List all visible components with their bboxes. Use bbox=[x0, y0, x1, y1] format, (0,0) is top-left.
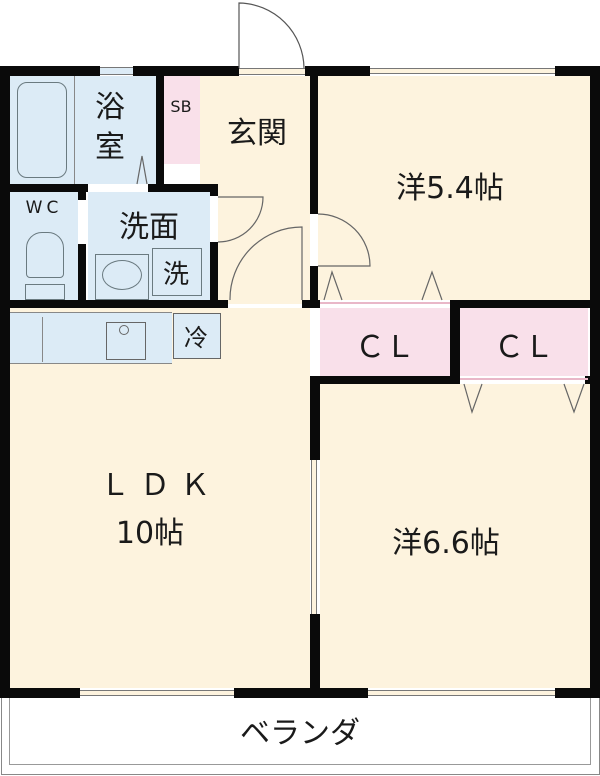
wall-top-1 bbox=[0, 66, 100, 76]
bath-door-icon[interactable] bbox=[136, 154, 150, 186]
washroom-label: 洗面 bbox=[119, 210, 179, 245]
wall-wash-right bbox=[210, 184, 218, 196]
room1-door-icon[interactable] bbox=[317, 213, 378, 274]
basin-bowl-icon bbox=[102, 260, 142, 290]
toilet-tank bbox=[25, 284, 65, 300]
closet1-door-rail[interactable] bbox=[320, 302, 450, 304]
toilet-icon bbox=[26, 232, 64, 278]
ldk-door-icon[interactable] bbox=[228, 225, 308, 305]
shoe-box bbox=[164, 76, 200, 164]
closet2-door-rail[interactable] bbox=[460, 378, 588, 380]
bath-divider bbox=[74, 76, 75, 184]
closet-1 bbox=[320, 308, 450, 376]
toilet-label: WC bbox=[25, 198, 63, 218]
closet2-door-icons[interactable] bbox=[460, 382, 590, 416]
closet-2 bbox=[460, 308, 588, 376]
western-room-2-label: 洋6.6帖 bbox=[392, 526, 500, 561]
drain-icon bbox=[119, 325, 129, 335]
wall-center-4 bbox=[310, 614, 320, 698]
ldk-size-label: 10帖 bbox=[115, 516, 185, 551]
closet-1-label: ＣＬ bbox=[355, 330, 415, 365]
western-room-1 bbox=[318, 76, 590, 300]
balcony bbox=[1, 698, 600, 775]
balcony-label: ベランダ bbox=[240, 716, 360, 751]
western-room-2 bbox=[320, 384, 590, 688]
toilet bbox=[10, 192, 78, 300]
wash-basin bbox=[95, 254, 149, 300]
wall-wc-right-2 bbox=[78, 244, 86, 308]
sliding-door-ldk-room2[interactable] bbox=[311, 460, 317, 614]
wall-under-bath-2 bbox=[148, 184, 218, 192]
wall-center-3 bbox=[310, 376, 320, 460]
closet1-door-icons[interactable] bbox=[320, 268, 450, 302]
window-bathroom bbox=[100, 67, 133, 75]
wall-center-1 bbox=[310, 66, 318, 214]
wall-wc-right bbox=[78, 184, 86, 200]
closet-2-label: ＣＬ bbox=[494, 330, 554, 365]
balcony-inner-rail bbox=[9, 698, 591, 765]
counter-divider bbox=[42, 317, 43, 362]
washroom-door-icon[interactable] bbox=[217, 196, 268, 246]
entrance-threshold bbox=[239, 68, 305, 75]
refrigerator-box bbox=[173, 313, 221, 359]
window-ldk bbox=[80, 690, 234, 696]
bathroom bbox=[10, 76, 156, 184]
wall-right bbox=[590, 66, 600, 698]
ldk bbox=[10, 308, 310, 688]
washing-machine-box bbox=[152, 248, 202, 296]
wall-bath-right bbox=[156, 66, 164, 192]
kitchen-sink-icon bbox=[106, 322, 146, 360]
wall-closet-right-end bbox=[585, 376, 595, 384]
wall-wash-right-2 bbox=[210, 242, 218, 308]
wall-closet-top bbox=[450, 300, 598, 308]
wall-under-bath bbox=[0, 184, 88, 192]
wall-top-2 bbox=[133, 66, 239, 76]
wall-bottom-3 bbox=[555, 688, 600, 698]
washing-machine-label: 洗 bbox=[162, 260, 189, 290]
refrigerator-label: 冷 bbox=[184, 324, 208, 352]
entrance bbox=[200, 76, 310, 184]
shoe-box-label: SB bbox=[170, 97, 192, 116]
wall-top-4 bbox=[555, 66, 600, 76]
wall-closet-bottom bbox=[310, 376, 460, 384]
wall-left bbox=[0, 66, 10, 698]
wall-top-3 bbox=[305, 66, 370, 76]
bathtub-icon bbox=[17, 82, 67, 178]
wall-bottom-1 bbox=[0, 688, 80, 698]
kitchen-counter bbox=[10, 312, 172, 364]
western-room-1-label: 洋5.4帖 bbox=[396, 171, 504, 206]
hallway bbox=[218, 184, 310, 304]
wall-center-2 bbox=[310, 266, 318, 308]
wall-under-wash bbox=[0, 300, 228, 308]
wall-bottom-2 bbox=[234, 688, 368, 698]
bathroom-label: 浴室 bbox=[95, 90, 125, 165]
ldk-label: ＬＤＫ bbox=[100, 468, 220, 503]
wall-closet-mid bbox=[450, 300, 460, 384]
window-room2 bbox=[368, 690, 555, 696]
entrance-label: 玄関 bbox=[227, 116, 287, 151]
entrance-door-icon[interactable] bbox=[238, 0, 308, 70]
window-room1 bbox=[370, 68, 555, 74]
